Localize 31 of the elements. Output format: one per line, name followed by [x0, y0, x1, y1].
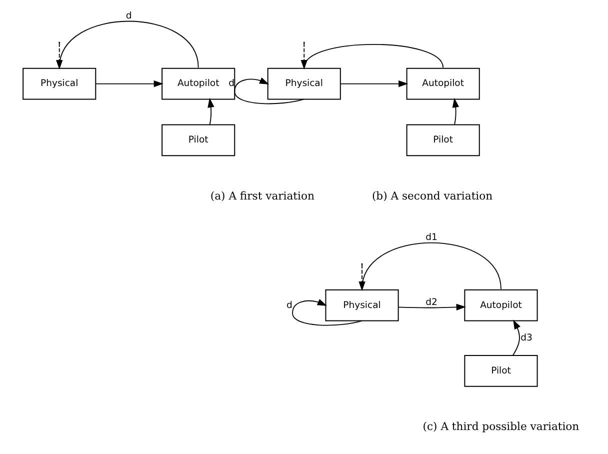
arrow	[300, 44, 444, 70]
arrow	[398, 304, 466, 311]
arrow	[56, 20, 198, 70]
arrow	[358, 264, 365, 292]
arrow	[94, 80, 163, 88]
arrow	[300, 42, 307, 70]
node-box: Pilot	[161, 124, 235, 156]
edge-label: d3	[520, 332, 532, 344]
arrow	[340, 80, 408, 88]
label: (a) A first variation	[210, 189, 314, 202]
arrow	[452, 98, 458, 126]
arrow	[234, 77, 304, 104]
edge-label: d1	[425, 232, 437, 244]
arrow	[358, 242, 501, 292]
arrow	[512, 320, 520, 356]
node-box: Physical	[22, 68, 96, 100]
node-box: Autopilot	[464, 289, 538, 322]
node-box: Autopilot	[406, 68, 480, 100]
node-box: Pilot	[464, 355, 538, 387]
arrow	[292, 299, 362, 326]
edge-label: d	[125, 10, 132, 22]
node-box: Physical	[266, 68, 340, 100]
edge-label: d2	[425, 297, 437, 308]
label: (c) A third possible variation	[422, 420, 579, 434]
edge-label: d	[228, 78, 234, 90]
edge-label: d	[286, 300, 292, 311]
label: (b) A second variation	[371, 189, 492, 202]
node-box: Physical	[324, 289, 398, 322]
arrow	[207, 98, 214, 126]
arrow	[56, 42, 62, 70]
node-box: Pilot	[406, 124, 480, 156]
